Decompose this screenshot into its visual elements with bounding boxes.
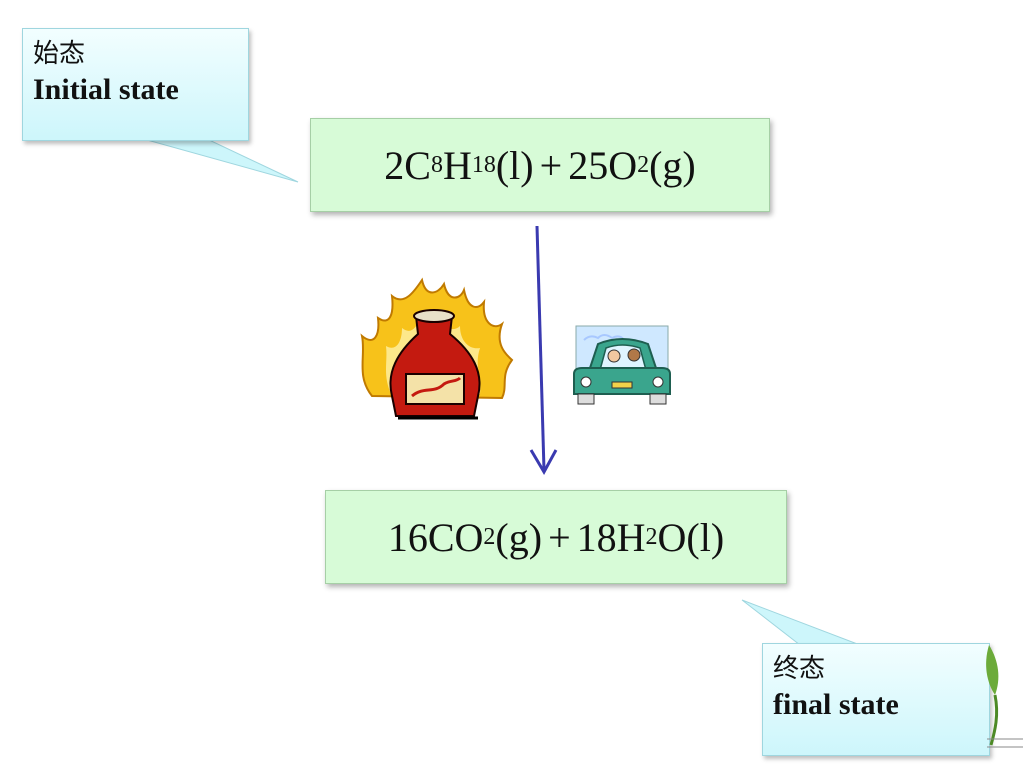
callout-initial-cn: 始态 <box>33 39 86 69</box>
callout-initial-state: 始态 Initial state <box>22 28 249 141</box>
callout-initial-en: Initial state <box>33 73 179 106</box>
callout-final-cn: 终态 <box>773 654 826 684</box>
down-arrow-icon <box>529 225 558 476</box>
eq-final-term-4: O(l) <box>657 514 725 560</box>
eq-initial-sub-1: 8 <box>430 151 443 178</box>
eq-final-term-2: (g) <box>495 514 543 560</box>
eq-initial-plus: + <box>539 142 563 188</box>
eq-initial-term-3: (l) <box>495 142 534 188</box>
eq-final-term-1: 16CO <box>387 514 484 560</box>
eq-final-sub-2: 2 <box>645 523 658 550</box>
leaf-decoration-icon <box>986 645 1023 748</box>
eq-final-term-3: 18H <box>576 514 646 560</box>
eq-initial-term-1: 2C <box>384 142 431 188</box>
eq-initial-term-5: (g) <box>649 142 696 188</box>
eq-initial-sub-2: 18 <box>471 151 496 178</box>
eq-final-plus: + <box>548 514 571 560</box>
eq-initial-term-4: 25O <box>568 142 638 188</box>
eq-final-sub-1: 2 <box>483 523 496 550</box>
callout-final-en: final state <box>773 688 899 721</box>
callout-final-state: 终态 final state <box>762 643 990 756</box>
car-icon <box>573 325 671 405</box>
eq-initial-term-2: H <box>442 142 472 188</box>
burning-flask-icon <box>360 277 514 420</box>
eq-initial-sub-3: 2 <box>637 151 650 178</box>
